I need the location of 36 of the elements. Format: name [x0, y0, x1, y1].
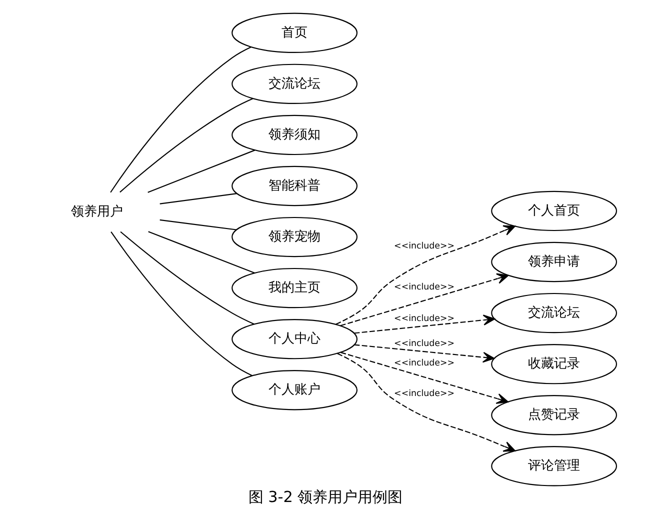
connector	[148, 230, 254, 273]
node-ellipse: 评论管理	[490, 446, 617, 486]
connector	[110, 231, 252, 376]
node-ellipse: 个人账户	[231, 370, 358, 410]
connector	[159, 192, 236, 204]
edge-label: <<include>>	[394, 358, 454, 368]
node-ellipse: 领养宠物	[231, 216, 358, 257]
node-text: 领养用户	[70, 204, 122, 219]
caption: 图 3-2 领养用户用例图	[248, 488, 402, 506]
connector	[159, 218, 236, 230]
arrow	[354, 314, 495, 334]
node-ellipse: 首页	[231, 12, 358, 52]
arrow	[336, 352, 516, 452]
node-ellipse: 交流论坛	[490, 292, 617, 333]
node-ellipse: 智能科普	[231, 165, 358, 206]
arrow	[335, 224, 515, 324]
edge-label: <<include>>	[394, 282, 454, 292]
connector	[120, 230, 254, 324]
edge-label: <<include>>	[394, 388, 454, 398]
node-ellipse: 交流论坛	[231, 63, 358, 104]
node-ellipse: 个人首页	[490, 190, 617, 231]
connector	[110, 46, 251, 192]
node-ellipse: 领养申请	[490, 241, 617, 282]
node-ellipse: 收藏记录	[490, 343, 617, 384]
node-ellipse: 领养须知	[231, 114, 358, 155]
edge-label: <<include>>	[394, 338, 454, 349]
connector	[119, 98, 253, 192]
node-ellipse: 个人中心	[231, 318, 358, 359]
connector	[147, 149, 255, 192]
arrow	[340, 272, 508, 326]
arrow	[354, 344, 494, 362]
edge-label: <<include>>	[394, 240, 454, 251]
node-ellipse: 点赞记录	[490, 394, 617, 435]
arrow	[340, 351, 508, 404]
node-ellipse: 我的主页	[231, 267, 358, 308]
edge-label: <<include>>	[394, 314, 454, 324]
